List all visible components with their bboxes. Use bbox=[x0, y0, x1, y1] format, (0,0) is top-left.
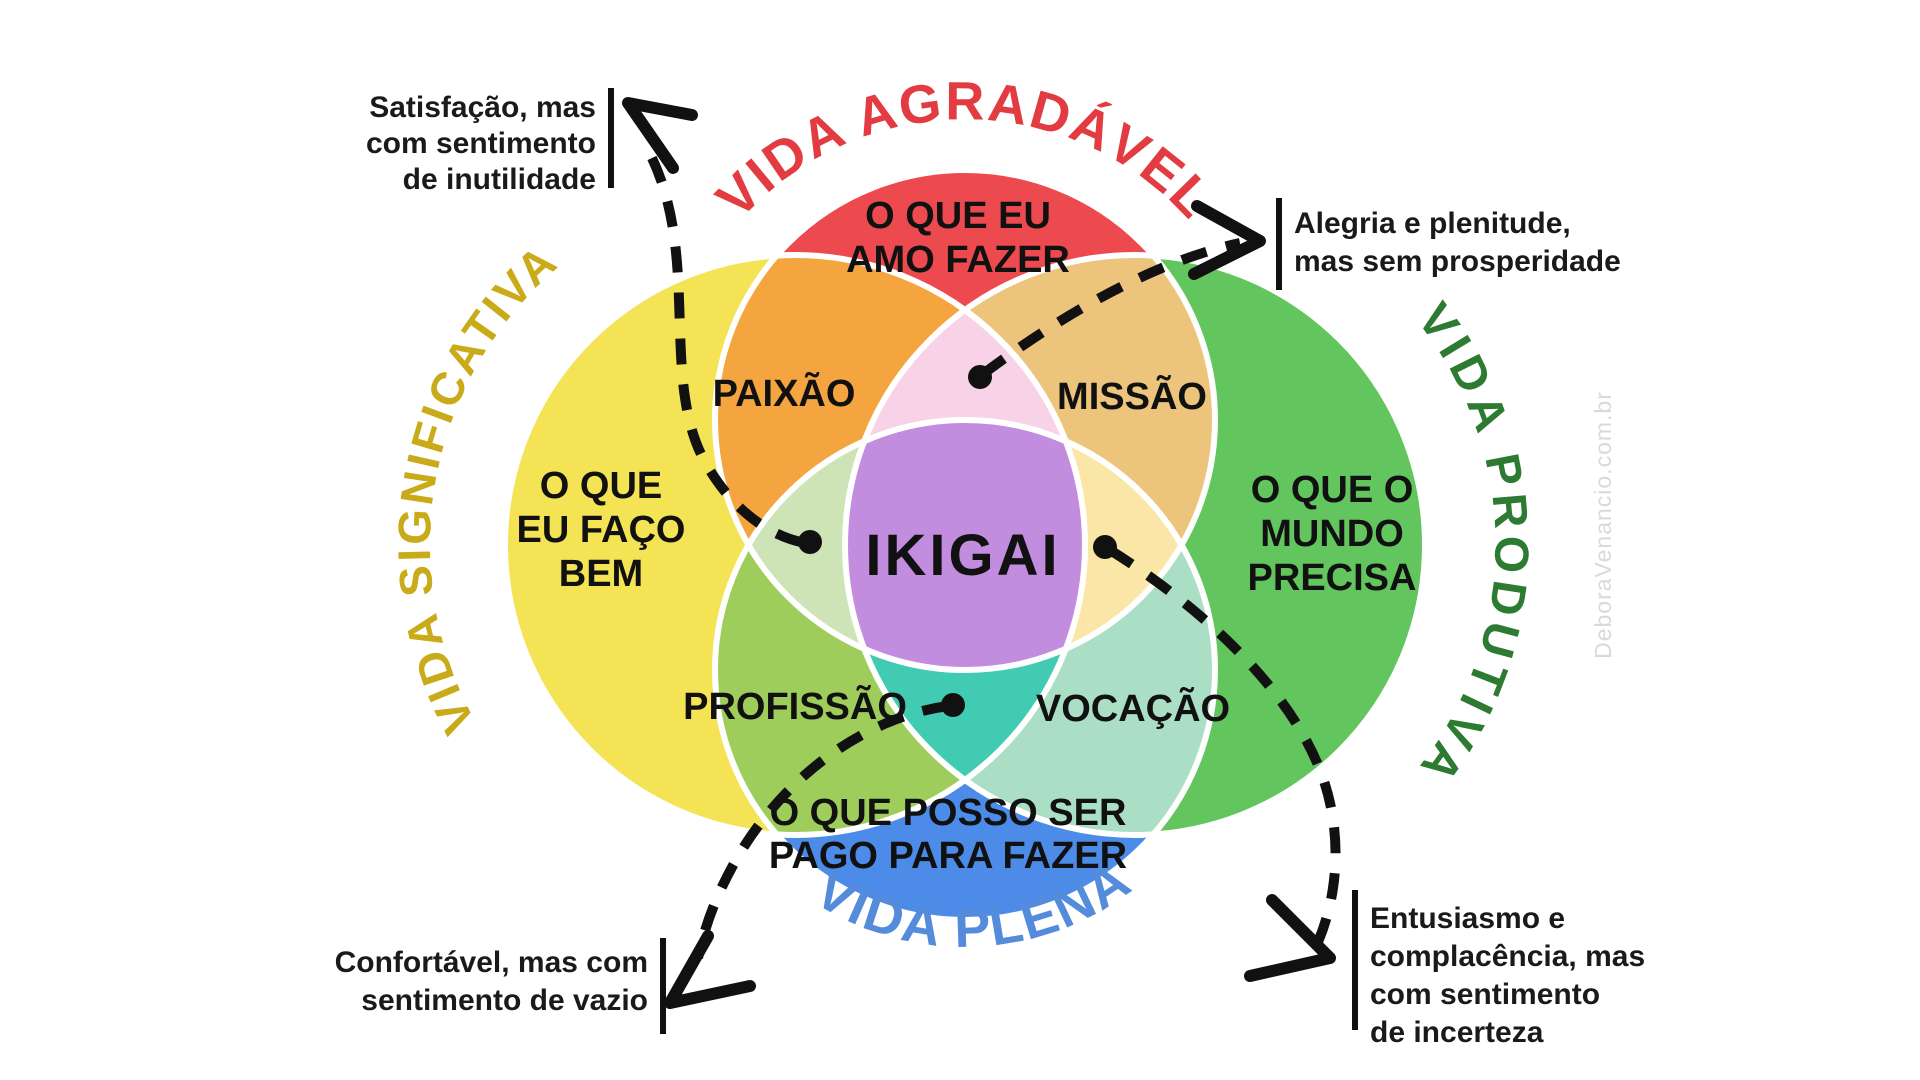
connector-line-top-right bbox=[980, 238, 1242, 379]
connector-dot-petal-bottom bbox=[941, 693, 965, 717]
circle-right-label: O QUE O MUNDO PRECISA bbox=[1248, 469, 1417, 599]
callout-bar-bottom-right bbox=[1352, 890, 1358, 1030]
svg-text:com sentimento: com sentimento bbox=[366, 127, 596, 160]
callout-bar-bottom-left bbox=[660, 938, 666, 1034]
connector-dot-petal-top bbox=[968, 365, 992, 389]
svg-text:PAGO PARA FAZER: PAGO PARA FAZER bbox=[769, 835, 1127, 877]
svg-text:O QUE O: O QUE O bbox=[1251, 469, 1414, 511]
connector-dot-petal-left bbox=[798, 530, 822, 554]
label-missao: MISSÃO bbox=[1057, 374, 1207, 418]
svg-text:O QUE: O QUE bbox=[540, 465, 662, 507]
circle-separators bbox=[502, 167, 1428, 923]
callout-top-right: Alegria e plenitude, mas sem prosperidad… bbox=[1294, 207, 1621, 278]
label-paixao: PAIXÃO bbox=[713, 371, 856, 415]
label-profissao: PROFISSÃO bbox=[683, 684, 907, 728]
svg-text:O QUE POSSO SER: O QUE POSSO SER bbox=[770, 792, 1127, 834]
connector-dot-petal-right bbox=[1093, 535, 1117, 559]
callout-bottom-left: Confortável, mas com sentimento de vazio bbox=[335, 946, 648, 1017]
svg-text:Alegria e plenitude,: Alegria e plenitude, bbox=[1294, 207, 1571, 240]
svg-text:com sentimento: com sentimento bbox=[1370, 978, 1600, 1011]
label-vocacao: VOCAÇÃO bbox=[1036, 686, 1230, 730]
svg-text:de incerteza: de incerteza bbox=[1370, 1016, 1544, 1049]
arrow-right-icon bbox=[1188, 200, 1266, 280]
svg-text:BEM: BEM bbox=[559, 553, 643, 595]
svg-text:EU FAÇO: EU FAÇO bbox=[517, 509, 686, 551]
callout-top-left: Satisfação, mas com sentimento de inutil… bbox=[366, 91, 596, 196]
svg-text:Satisfação, mas: Satisfação, mas bbox=[369, 91, 596, 124]
svg-text:Confortável, mas com: Confortável, mas com bbox=[335, 946, 648, 979]
watermark-text: DeboraVenancio.com.br bbox=[1590, 391, 1616, 659]
svg-text:Entusiasmo e: Entusiasmo e bbox=[1370, 902, 1565, 935]
svg-text:AMO FAZER: AMO FAZER bbox=[846, 239, 1070, 281]
callout-bottom-right: Entusiasmo e complacência, mas com senti… bbox=[1370, 902, 1645, 1049]
svg-text:O QUE EU: O QUE EU bbox=[865, 195, 1051, 237]
circle-left-label: O QUE EU FAÇO BEM bbox=[517, 465, 686, 595]
circle-bottom-label: O QUE POSSO SER PAGO PARA FAZER bbox=[769, 792, 1127, 877]
svg-text:de inutilidade: de inutilidade bbox=[403, 163, 596, 196]
svg-text:mas sem prosperidade: mas sem prosperidade bbox=[1294, 245, 1621, 278]
connector-line-bottom-left bbox=[693, 701, 949, 960]
svg-text:complacência, mas: complacência, mas bbox=[1370, 940, 1645, 973]
arrow-down-right-icon bbox=[1244, 894, 1336, 982]
callout-bar-top-left bbox=[608, 88, 614, 188]
svg-text:MUNDO: MUNDO bbox=[1260, 513, 1404, 555]
petal-right bbox=[845, 420, 1215, 670]
svg-text:PRECISA: PRECISA bbox=[1248, 557, 1417, 599]
arrow-up-left-icon bbox=[622, 97, 698, 174]
arrow-down-left-icon bbox=[664, 930, 756, 1009]
label-ikigai: IKIGAI bbox=[865, 523, 1060, 588]
callout-bar-top-right bbox=[1276, 198, 1282, 290]
svg-text:sentimento de vazio: sentimento de vazio bbox=[361, 984, 648, 1017]
circle-top-label: O QUE EU AMO FAZER bbox=[846, 195, 1070, 281]
connector-line-bottom-right bbox=[1107, 545, 1341, 944]
